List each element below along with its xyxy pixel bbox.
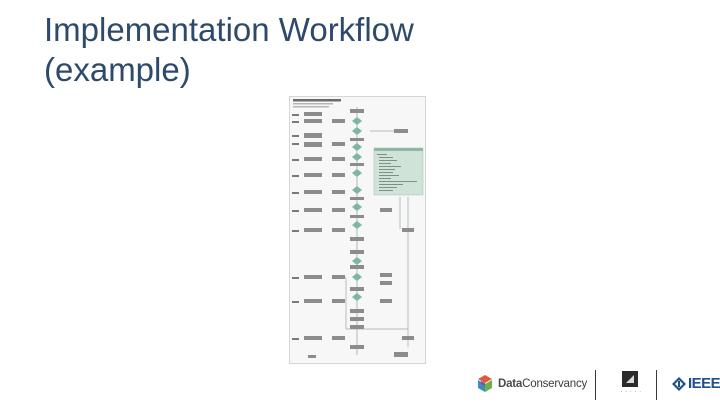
institution-logo: · · · · · — [614, 369, 648, 401]
ieee-diamond-icon — [672, 376, 686, 391]
diagram-note-panel — [373, 147, 424, 196]
institution-wordmark-image: · · · · · — [620, 389, 642, 395]
diagram-header-line — [293, 103, 333, 105]
data-conservancy-logo: DataConservancy — [475, 374, 587, 394]
diagram-decision-nodes — [352, 117, 362, 301]
diagram-header-line — [293, 106, 329, 108]
title-line-1: Implementation Workflow — [44, 11, 414, 48]
diagram-process-boxes-right — [308, 129, 414, 358]
ieee-wordmark: IEEE — [688, 375, 720, 392]
diagram-row-labels — [292, 114, 299, 340]
diagram-note-lines — [377, 154, 417, 191]
logo-divider — [656, 370, 657, 400]
slide-title: Implementation Workflow (example) — [44, 10, 414, 90]
workflow-diagram-svg — [292, 99, 424, 358]
workflow-diagram-image — [289, 96, 426, 364]
data-conservancy-wordmark: DataConservancy — [498, 378, 588, 390]
diagram-process-boxes-left — [304, 112, 322, 340]
data-conservancy-icon — [478, 375, 492, 392]
diagram-note-panel-header — [374, 148, 423, 151]
diagram-process-boxes-center — [350, 109, 364, 349]
institution-mark-icon — [622, 371, 638, 387]
logo-divider — [595, 370, 596, 400]
diagram-header-line — [293, 99, 341, 102]
title-line-2: (example) — [44, 51, 191, 88]
ieee-logo: IEEE — [672, 375, 720, 392]
footer-logos: DataConservancy · · · · · IEEE — [470, 366, 720, 402]
diagram-process-boxes-mid — [332, 119, 345, 340]
